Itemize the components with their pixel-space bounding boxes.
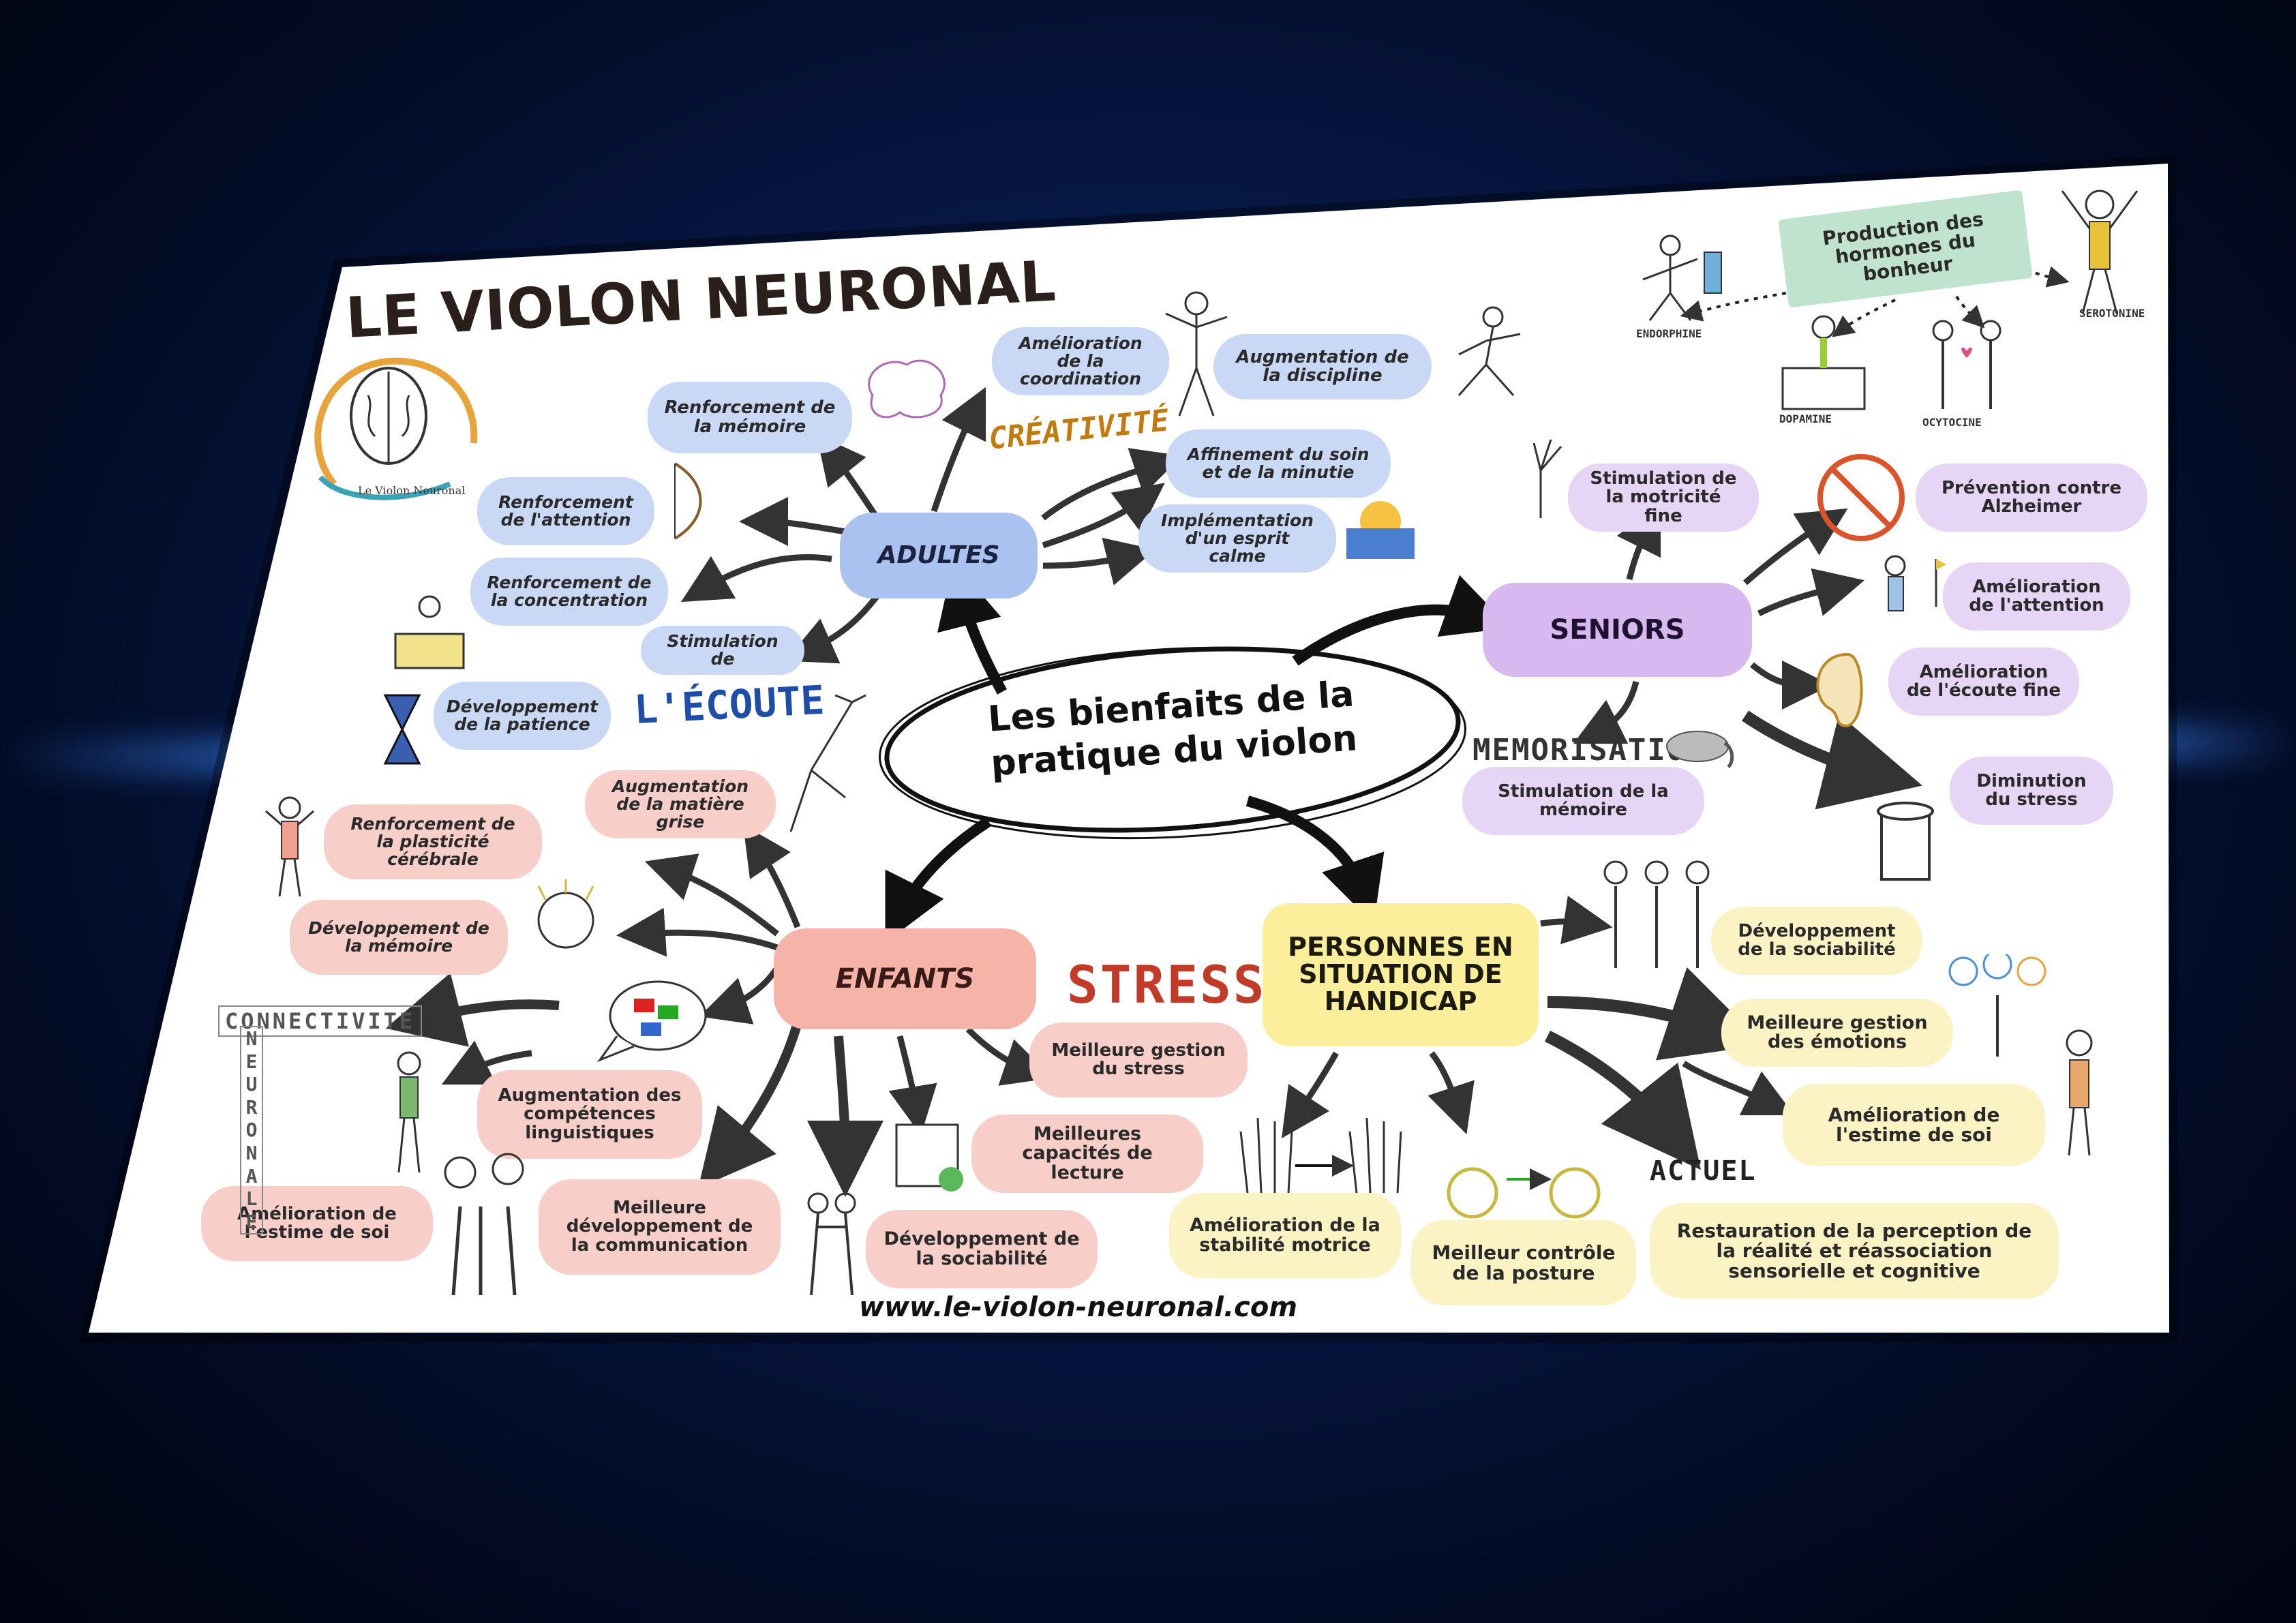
adultes-item-discipline: Augmentation de la discipline [1213, 334, 1432, 399]
handicap-item-sociabilite: Développement de la sociabilité [1711, 907, 1922, 975]
connectivite-word: CONNECTIVITE [218, 1005, 423, 1037]
friends-icon [807, 1192, 856, 1296]
adultes-item-coordination: Amélioration de la coordination [992, 327, 1169, 395]
enfants-item-plasticite: Renforcement de la plasticité cérébrale [324, 804, 542, 879]
handicap-item-estime: Amélioration de l'estime de soi [1783, 1084, 2045, 1166]
seniors-item-ecoute: Amélioration de l'écoute fine [1888, 648, 2079, 716]
stress-trash-icon [1877, 802, 1934, 881]
actuel-word: ACTUEL [1650, 1155, 1757, 1187]
handicap-item-perception: Restauration de la perception de la réal… [1650, 1203, 2059, 1299]
handicap-item-posture: Meilleur contrôle de la posture [1411, 1220, 1636, 1305]
adultes-item-stimulation-ecoute: Stimulation de [641, 626, 804, 675]
wheelchair-icon [1447, 1167, 1601, 1219]
logo-caption: Le Violon Neuronal [358, 484, 465, 497]
adultes-item-esprit-calme: Implémentation d'un esprit calme [1138, 504, 1336, 573]
enfants-item-stress: Meilleure gestion du stress [1029, 1022, 1248, 1097]
talking-kids-icon [444, 1153, 524, 1296]
adultes-item-attention: Renforcement de l'attention [477, 477, 654, 545]
enfants-item-estime: Amélioration de l'estime de soi [201, 1186, 433, 1261]
enfants-item-matiere-grise: Augmentation de la matière grise [585, 770, 776, 838]
branch-seniors: SENIORS [1483, 583, 1752, 677]
book-check-icon [895, 1123, 963, 1192]
endorphine-label: ENDORPHINE [1636, 327, 1702, 340]
seniors-item-stress: Diminution du stress [1950, 757, 2113, 825]
enfants-item-lecture: Meilleures capacités de lecture [971, 1114, 1203, 1193]
hourglass-icon [383, 694, 421, 765]
emotions-faces-icon [1948, 954, 2046, 1057]
ocytocine-couple-icon [1932, 320, 2002, 409]
adultes-item-memoire: Renforcement de la mémoire [648, 382, 852, 453]
flags-bubble-icon [596, 980, 707, 1063]
website-link[interactable]: www.le-violon-neuronal.com [859, 1292, 1298, 1323]
enfants-item-sociabilite: Développement de la sociabilité [866, 1210, 1098, 1288]
logo-icon: Le Violon Neuronal [314, 357, 478, 500]
memorisation-word: MEMORISATION [1472, 733, 1706, 768]
enfants-item-communication: Meilleure développement de la communicat… [539, 1179, 781, 1275]
dopamine-label: DOPAMINE [1779, 412, 1832, 425]
seniors-item-attention: Amélioration de l'attention [1943, 562, 2130, 631]
elephant-icon [1666, 731, 1734, 769]
proud-person-icon [2066, 1029, 2093, 1156]
seniors-item-alzheimer: Prévention contre Alzheimer [1916, 464, 2147, 532]
hands-icon [1239, 1117, 1402, 1194]
adultes-item-concentration: Renforcement de la concentration [470, 558, 668, 626]
fine-motor-hand-icon [1532, 439, 1562, 518]
serotonine-person-icon [2061, 189, 2139, 314]
student-desk-icon [394, 595, 465, 669]
branch-handicap: PERSONNES EN SITUATION DE HANDICAP [1263, 903, 1539, 1046]
neuronale-word: NEURONALE [240, 1026, 263, 1235]
handicap-item-emotions: Meilleure gestion des émotions [1721, 999, 1953, 1067]
dopamine-podium-icon [1781, 315, 1866, 410]
seniors-item-memoire: Stimulation de la mémoire [1462, 767, 1704, 835]
sunset-icon [1346, 501, 1415, 559]
serotonine-label: SEROTONINE [2079, 307, 2145, 320]
no-alzheimer-icon [1817, 454, 1905, 541]
group-people-icon [1603, 860, 1710, 968]
neuron-icon [789, 694, 866, 832]
ocytocine-label: OCYTOCINE [1922, 416, 1982, 429]
branch-adultes: ADULTES [840, 513, 1038, 598]
branch-enfants: ENFANTS [774, 928, 1036, 1029]
strong-kid-icon [265, 796, 314, 897]
stick-figure-coordination-icon [1165, 291, 1228, 416]
endorphine-runner-icon [1642, 234, 1722, 321]
adultes-item-minutie: Affinement du soin et de la minutie [1166, 429, 1391, 498]
stick-figure-discipline-icon [1457, 306, 1521, 396]
enfants-item-linguistique: Augmentation des compétences linguistiqu… [477, 1070, 702, 1159]
archer-icon [674, 462, 702, 540]
stress-word: STRESS [1067, 954, 1267, 1015]
golfer-icon [1884, 555, 1946, 611]
confident-kid-icon [397, 1051, 421, 1173]
handicap-item-stabilite: Amélioration de la stabilité motrice [1169, 1193, 1401, 1278]
seniors-item-motricite: Stimulation de la motricité fine [1568, 464, 1759, 532]
brain-kid-icon [537, 879, 594, 949]
ear-icon [1816, 652, 1863, 728]
enfants-item-memoire: Développement de la mémoire [290, 900, 508, 975]
thought-cloud-icon [868, 359, 946, 419]
adultes-item-patience: Développement de la patience [434, 682, 611, 750]
